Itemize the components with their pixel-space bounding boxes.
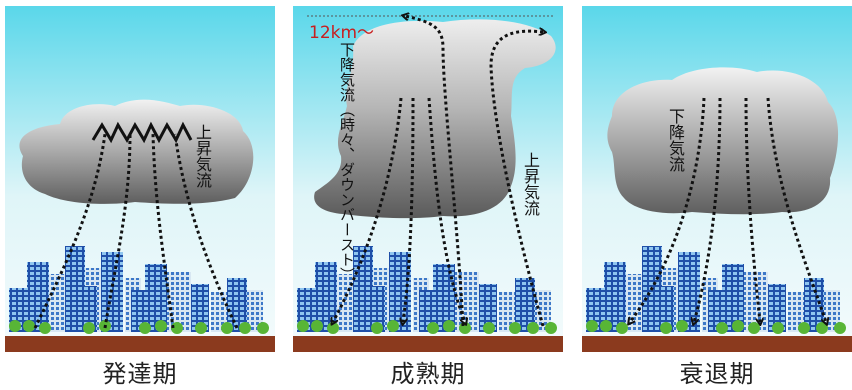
altitude-label: 12km〜 bbox=[309, 23, 375, 43]
caption-mature: 成熟期 bbox=[390, 360, 466, 388]
updraft-arrows bbox=[405, 16, 543, 327]
downdraft-label: 下降気流（時々、ダウンバースト） bbox=[338, 42, 356, 282]
downdraft-arrows bbox=[333, 97, 465, 322]
ground bbox=[5, 336, 275, 352]
panel-dissipating: 下降気流 bbox=[582, 6, 852, 352]
caption-developing: 発達期 bbox=[102, 360, 178, 388]
mature-illustration bbox=[293, 6, 563, 352]
developing-illustration bbox=[5, 6, 275, 352]
updraft-arrows bbox=[33, 133, 239, 329]
city-skyline bbox=[297, 246, 551, 332]
updraft-label: 上昇気流 bbox=[193, 124, 212, 188]
cloud bbox=[19, 99, 254, 204]
updraft-arrowheads bbox=[91, 121, 193, 144]
caption-dissipating: 衰退期 bbox=[679, 360, 755, 388]
downdraft-label: 下降気流 bbox=[666, 108, 685, 172]
dissipating-illustration bbox=[582, 6, 852, 352]
cloud bbox=[314, 19, 556, 219]
panel-mature: 12km〜 下降気流（時々、ダウンバースト） 上昇気流 bbox=[293, 6, 563, 352]
updraft-label: 上昇気流 bbox=[521, 152, 540, 216]
panel-developing: 上昇気流 bbox=[5, 6, 275, 352]
downdraft-arrows bbox=[630, 97, 826, 322]
ground bbox=[582, 336, 852, 352]
cloud bbox=[607, 67, 839, 215]
ground bbox=[293, 336, 563, 352]
city-skyline bbox=[9, 246, 263, 332]
